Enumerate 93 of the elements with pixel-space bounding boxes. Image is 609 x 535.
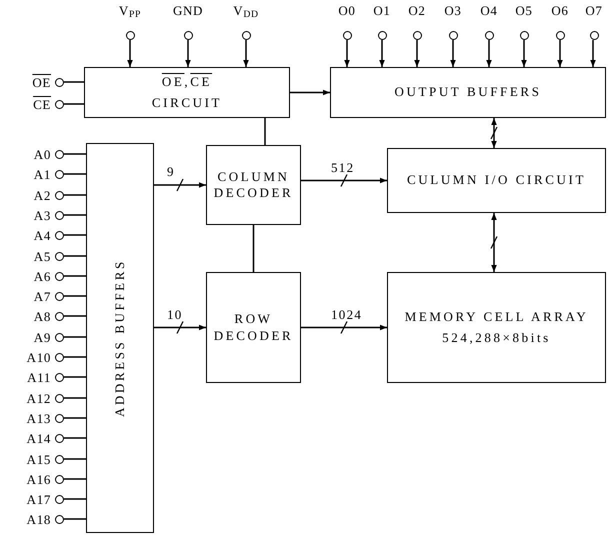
pin-label: V$_{PP}$	[118, 4, 142, 17]
connector	[185, 40, 191, 67]
connector	[64, 376, 86, 378]
pin-label: V$_{DD}$	[233, 4, 259, 17]
pin-label: O6	[551, 4, 569, 17]
block-label: MEMORY CELL ARRAY	[404, 309, 588, 326]
connector	[301, 178, 387, 184]
pin-label: O4	[480, 4, 498, 17]
control-circuit-block	[84, 67, 290, 118]
pin-label: O2	[408, 4, 426, 17]
connector	[64, 103, 84, 105]
pin-label: A14	[26, 432, 51, 444]
connector	[590, 40, 596, 67]
edge-label: 512	[330, 160, 356, 174]
block-label: CULUMN I/O CIRCUIT	[407, 172, 586, 189]
connector	[64, 437, 86, 439]
connector	[290, 90, 330, 96]
pin-label: A17	[26, 492, 51, 506]
connector	[252, 225, 254, 272]
pin-label: A4	[34, 228, 51, 242]
pin-label: A7	[34, 290, 51, 302]
connector	[64, 478, 86, 480]
block-label: ROW DECODER	[212, 311, 294, 344]
connector	[64, 315, 86, 317]
connector	[127, 40, 133, 67]
block-label: OUTPUT BUFFERS	[394, 84, 542, 101]
pin-label: A2	[34, 188, 51, 202]
block-label: ADDRESS BUFFERS	[112, 259, 128, 417]
block-label: COLUMN DECODER	[212, 168, 294, 202]
connector	[64, 498, 86, 500]
pin-label: A15	[26, 452, 51, 466]
connector	[64, 518, 86, 520]
pin-label: A12	[26, 392, 51, 404]
pin-label: O5	[515, 4, 533, 17]
block-label: 524,288×8bits	[442, 330, 551, 346]
connector	[64, 173, 86, 175]
connector	[414, 40, 420, 67]
edge-label: 1024	[330, 308, 364, 320]
connector	[64, 417, 86, 419]
block-label: OE,CE	[162, 74, 212, 90]
connector	[491, 118, 497, 148]
connector	[64, 275, 86, 277]
pin-label: CE	[33, 98, 51, 110]
pin-label: A1	[34, 168, 51, 180]
pin-label: A11	[27, 370, 51, 384]
connector	[154, 324, 206, 330]
connector	[557, 40, 563, 67]
connector	[64, 356, 86, 358]
connector	[344, 40, 350, 67]
edge-label: 10	[166, 308, 184, 320]
connector	[64, 194, 86, 196]
connector	[64, 214, 86, 216]
block-label: CIRCUIT	[152, 94, 222, 111]
connector	[64, 458, 86, 460]
pin-label: O3	[444, 4, 462, 17]
pin-label: A18	[26, 512, 51, 526]
edge-label: 9	[166, 165, 176, 178]
connector	[64, 255, 86, 257]
connector	[486, 40, 492, 67]
connector	[64, 336, 86, 338]
pin-label: O7	[585, 4, 603, 17]
pin-label: A0	[34, 148, 51, 160]
connector	[64, 81, 84, 83]
connector	[64, 153, 86, 155]
pin-label: OE	[32, 76, 51, 88]
output-buffers-block	[330, 67, 606, 118]
connector	[154, 182, 206, 188]
pin-label: A6	[34, 270, 51, 282]
connector	[64, 234, 86, 236]
connector	[450, 40, 456, 67]
pin-label: A5	[34, 250, 51, 262]
memory-array-block	[387, 272, 606, 383]
pin-label: A16	[26, 472, 51, 486]
connector	[64, 295, 86, 297]
pin-label: O0	[338, 4, 356, 17]
connector	[379, 40, 385, 67]
connector	[243, 40, 249, 67]
pin-label: GND	[172, 4, 204, 17]
column-decoder-block	[206, 145, 301, 225]
connector	[521, 40, 527, 67]
connector	[264, 118, 266, 145]
connector	[301, 324, 387, 330]
pin-label: A10	[26, 350, 51, 364]
address-buffers-block	[86, 143, 154, 533]
pin-label: A9	[34, 330, 51, 344]
connector	[64, 397, 86, 399]
column-io-block	[387, 148, 606, 213]
connector	[491, 213, 497, 272]
pin-label: A3	[34, 208, 51, 222]
pin-label: O1	[373, 4, 391, 17]
row-decoder-block	[206, 272, 301, 383]
pin-label: A13	[26, 412, 51, 424]
pin-label: A8	[34, 310, 51, 322]
